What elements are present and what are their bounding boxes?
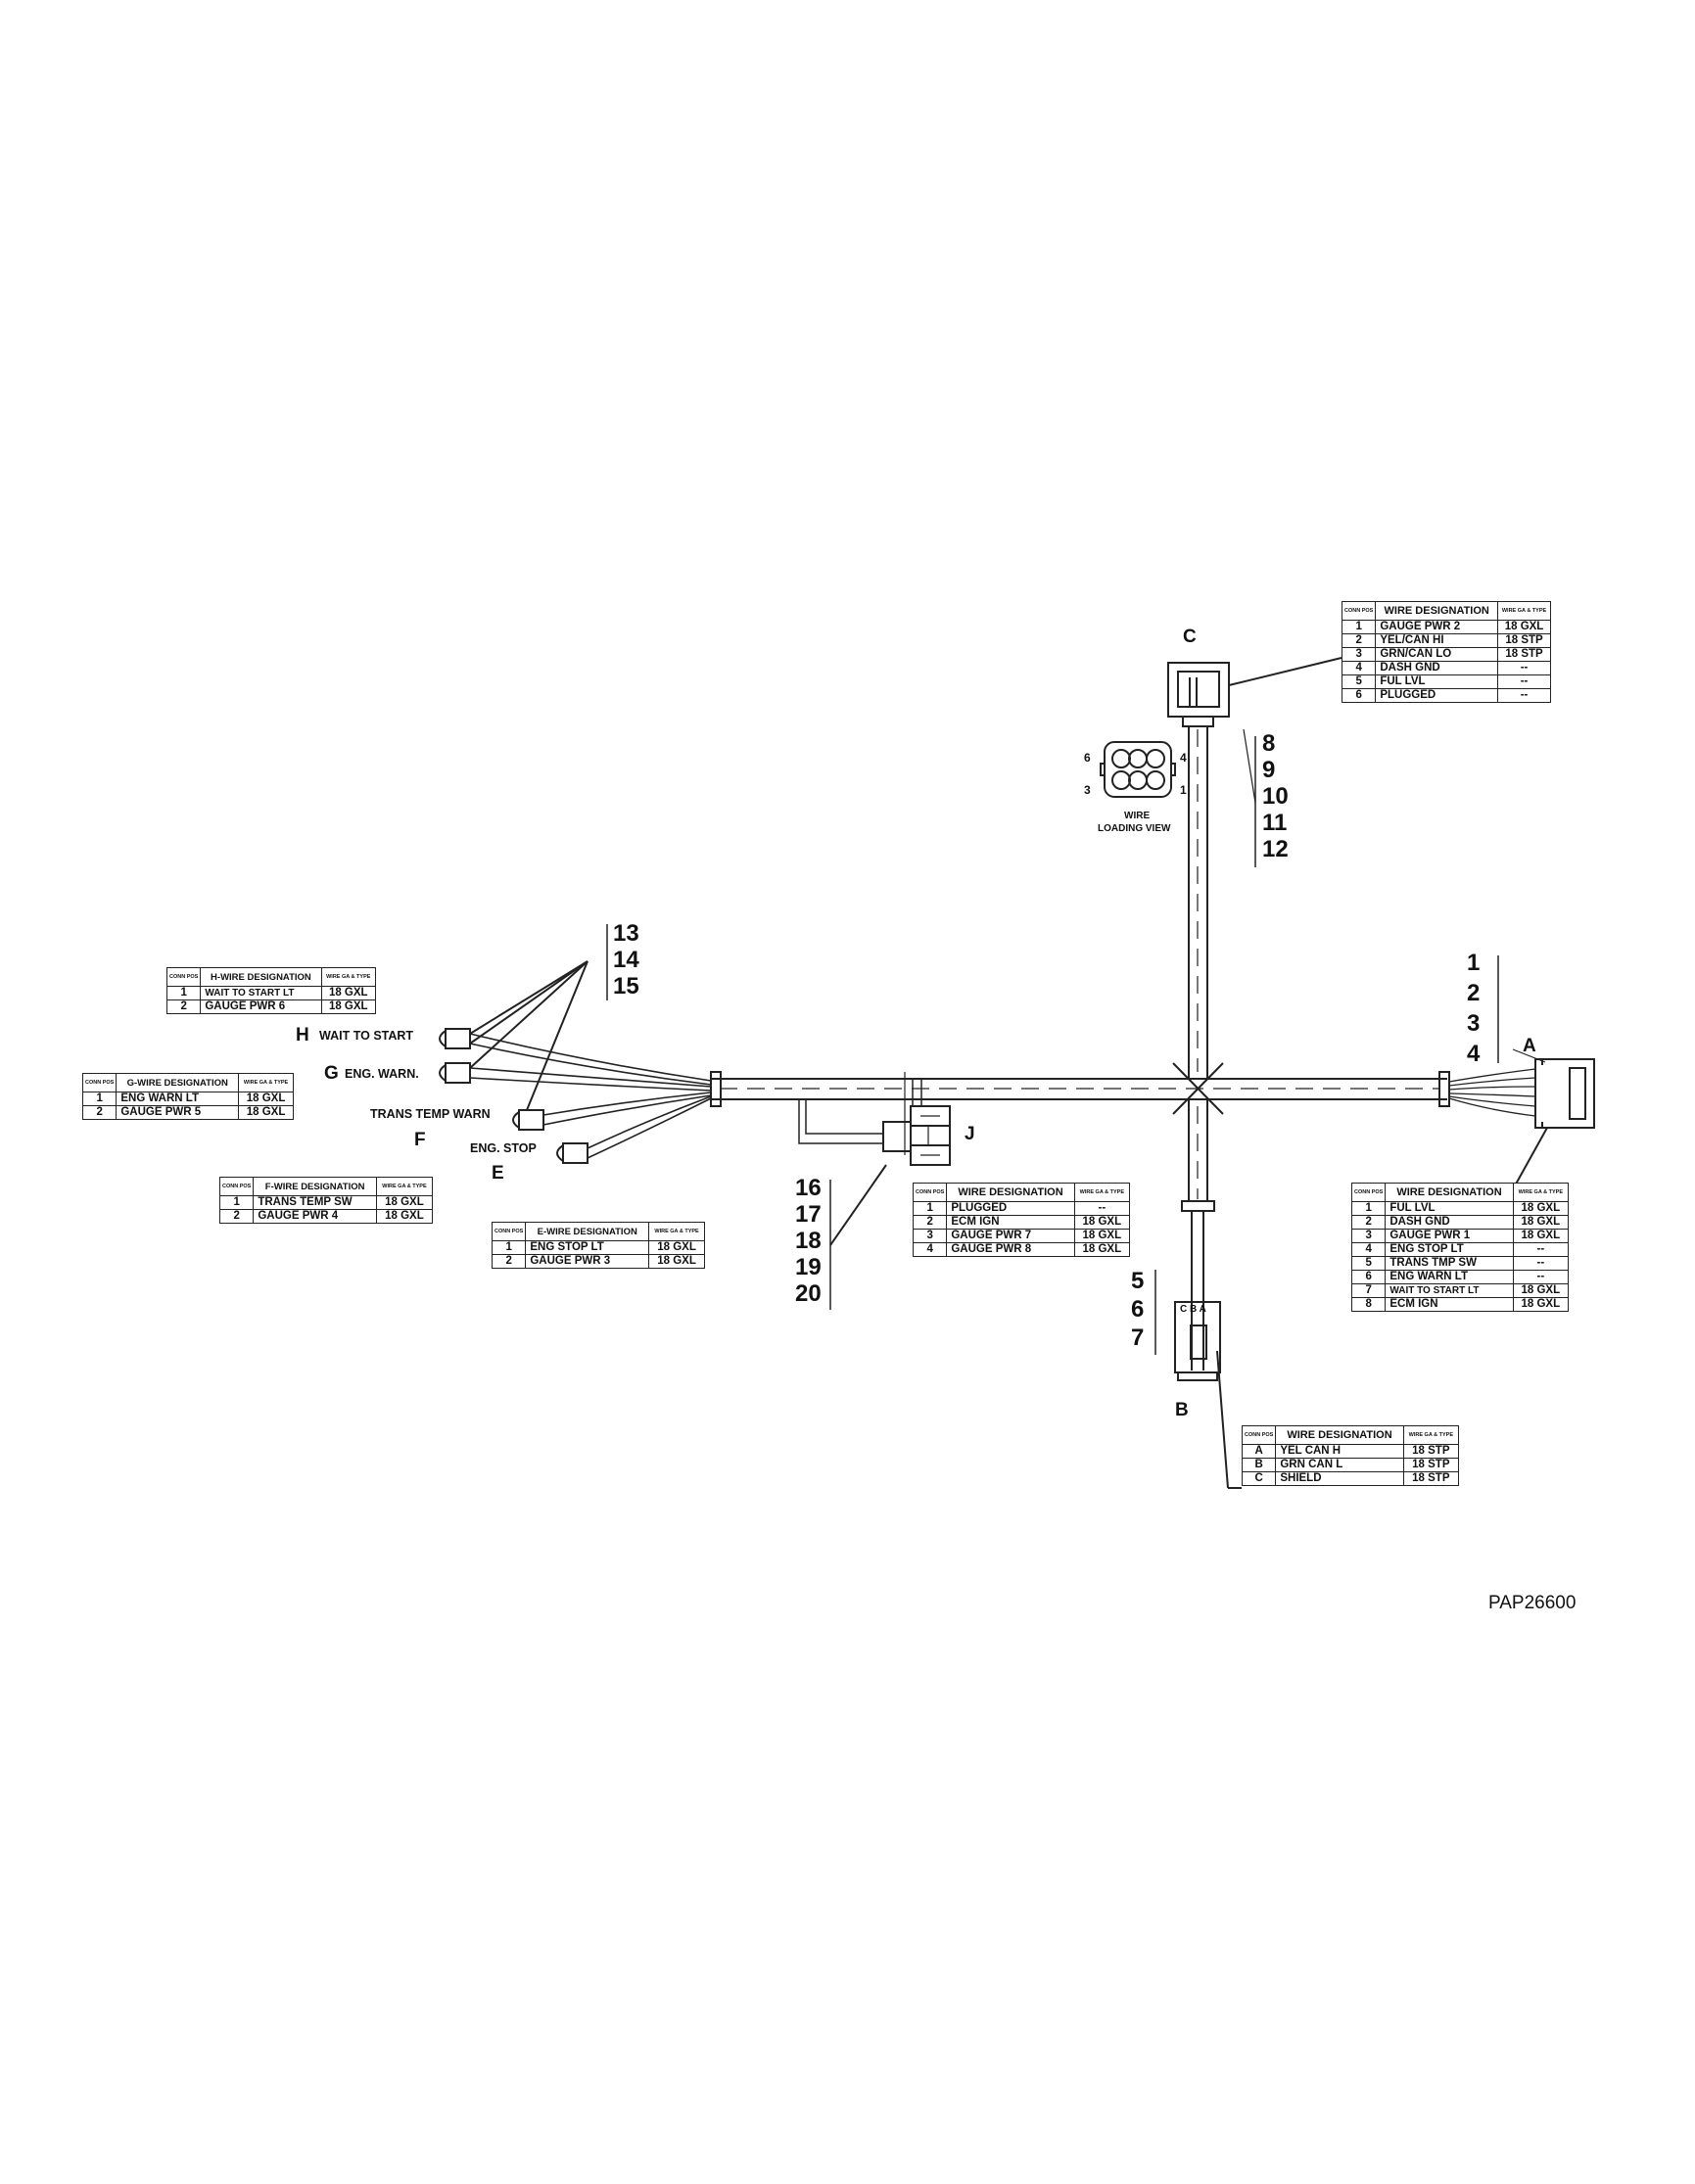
connector-b-face-label: C B A bbox=[1180, 1304, 1206, 1315]
pin-1-label: 1 bbox=[1180, 783, 1187, 797]
connector-j-wire bbox=[798, 1099, 883, 1144]
connector-c-leader bbox=[1228, 657, 1342, 686]
ga-header: WIRE GA & TYPE bbox=[648, 1222, 705, 1241]
pin-4-label: 4 bbox=[1180, 751, 1187, 765]
callout-16: 16 bbox=[795, 1175, 822, 1201]
connector-e-letter: E bbox=[492, 1163, 504, 1184]
callout-8: 8 bbox=[1262, 730, 1276, 757]
callout-14: 14 bbox=[613, 947, 639, 973]
callout-9: 9 bbox=[1262, 757, 1276, 783]
callouts-connector-c: 8 9 10 11 12 bbox=[1262, 730, 1289, 862]
callout-7: 7 bbox=[1131, 1324, 1145, 1351]
connector-c bbox=[1167, 662, 1230, 718]
callout-12: 12 bbox=[1262, 836, 1289, 862]
callout-2: 2 bbox=[1467, 980, 1481, 1006]
callout-3: 3 bbox=[1467, 1010, 1481, 1037]
connector-b-leader bbox=[1216, 1350, 1229, 1489]
ga-header: WIRE GA & TYPE bbox=[375, 1177, 434, 1196]
callouts-connector-j: 16 17 18 19 20 bbox=[795, 1175, 822, 1307]
callouts-connector-a: 1 2 3 4 bbox=[1467, 948, 1480, 1069]
callout-13: 13 bbox=[613, 920, 639, 947]
terminal-g bbox=[445, 1062, 471, 1084]
callout-13-15-leader bbox=[469, 960, 589, 1035]
connector-e-wire-name: ENG. STOP bbox=[470, 1141, 537, 1155]
connector-h-letter: H bbox=[296, 1025, 309, 1046]
connector-f-wire-name: TRANS TEMP WARN bbox=[370, 1107, 491, 1121]
callout-5: 5 bbox=[1131, 1268, 1145, 1294]
connector-b-letter: B bbox=[1175, 1400, 1189, 1420]
connector-f-letter: F bbox=[414, 1130, 426, 1150]
terminal-e bbox=[562, 1142, 589, 1164]
drawing-code: PAP26600 bbox=[1488, 1593, 1577, 1613]
terminal-f bbox=[518, 1109, 544, 1131]
callouts-branch-efgh: 13 14 15 bbox=[613, 920, 639, 999]
wire-loading-view bbox=[1100, 741, 1176, 798]
callouts-connector-b: 5 6 7 bbox=[1131, 1267, 1144, 1352]
terminal-h bbox=[445, 1028, 471, 1049]
connector-c-letter: C bbox=[1183, 627, 1197, 647]
callout-15: 15 bbox=[613, 973, 639, 999]
callout-4: 4 bbox=[1467, 1041, 1481, 1067]
wire-loading-caption-2: LOADING VIEW bbox=[1098, 823, 1171, 834]
connector-b-clamp bbox=[1181, 1200, 1215, 1212]
callout-1: 1 bbox=[1467, 950, 1481, 976]
designation-header: WIRE DESIGNATION bbox=[1275, 1425, 1404, 1445]
connector-a-wires bbox=[1448, 1068, 1536, 1117]
callout-20: 20 bbox=[795, 1280, 822, 1307]
connector-g-wire-name: ENG. WARN. bbox=[345, 1067, 419, 1081]
wire-loading-caption-1: WIRE bbox=[1124, 811, 1151, 821]
callout-19: 19 bbox=[795, 1254, 822, 1280]
branch-wire-f bbox=[542, 1092, 712, 1116]
callout-17: 17 bbox=[795, 1201, 822, 1228]
callout-10: 10 bbox=[1262, 783, 1289, 810]
callout-11: 11 bbox=[1262, 810, 1288, 836]
connector-a-letter: A bbox=[1523, 1036, 1536, 1056]
connector-j-letter: J bbox=[965, 1124, 975, 1144]
branch-wire-g bbox=[469, 1067, 712, 1088]
connector-h-wire-name: WAIT TO START bbox=[319, 1029, 414, 1043]
callout-18: 18 bbox=[795, 1228, 822, 1254]
designation-header: WIRE DESIGNATION bbox=[946, 1183, 1075, 1202]
pin-3-label: 3 bbox=[1084, 783, 1091, 797]
branch-wire-e bbox=[587, 1095, 712, 1149]
trunk-left-clamp bbox=[710, 1071, 722, 1107]
connector-a bbox=[1534, 1058, 1595, 1129]
connector-j-leader bbox=[829, 1164, 887, 1246]
callout-6: 6 bbox=[1131, 1296, 1145, 1323]
pin-6-label: 6 bbox=[1084, 751, 1091, 765]
connector-g-letter: G bbox=[324, 1063, 339, 1084]
